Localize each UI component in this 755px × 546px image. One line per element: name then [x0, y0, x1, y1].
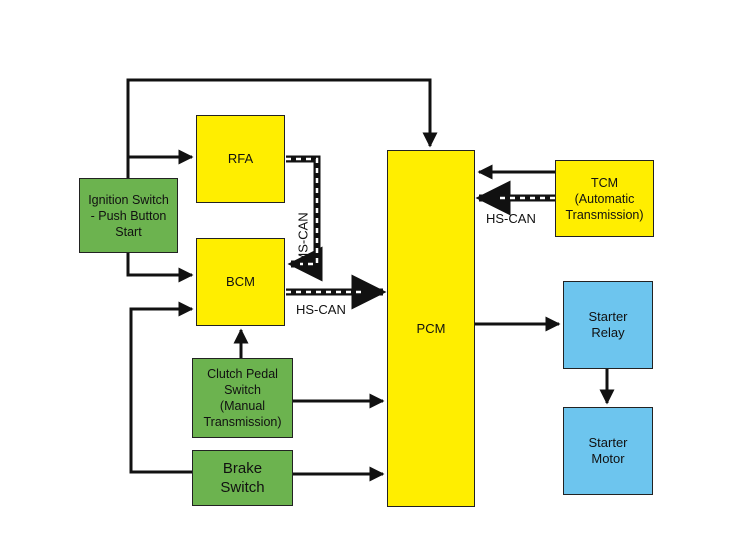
pcm-node: PCM [387, 150, 475, 507]
edge-ignition-to-pcm [126, 78, 438, 178]
edge-ignition-to-bcm [126, 253, 194, 283]
edge-rfa-bcm-ms-can-dash [286, 157, 319, 266]
clutch-pedal-switch-node: Clutch Pedal Switch (Manual Transmission… [192, 358, 293, 438]
edge-brake-to-bcm [129, 301, 194, 474]
ignition-switch-node: Ignition Switch - Push Button Start [79, 178, 178, 253]
ms-can-label: MS-CAN [295, 212, 311, 264]
hs-can-bcm-label: HS-CAN [296, 302, 346, 317]
starter-motor-node: Starter Motor [563, 407, 653, 495]
brake-switch-node: Brake Switch [192, 450, 293, 506]
bcm-node: BCM [196, 238, 285, 326]
rfa-node: RFA [196, 115, 285, 203]
hs-can-tcm-label: HS-CAN [486, 211, 536, 226]
tcm-node: TCM (Automatic Transmission) [555, 160, 654, 237]
starter-relay-node: Starter Relay [563, 281, 653, 369]
